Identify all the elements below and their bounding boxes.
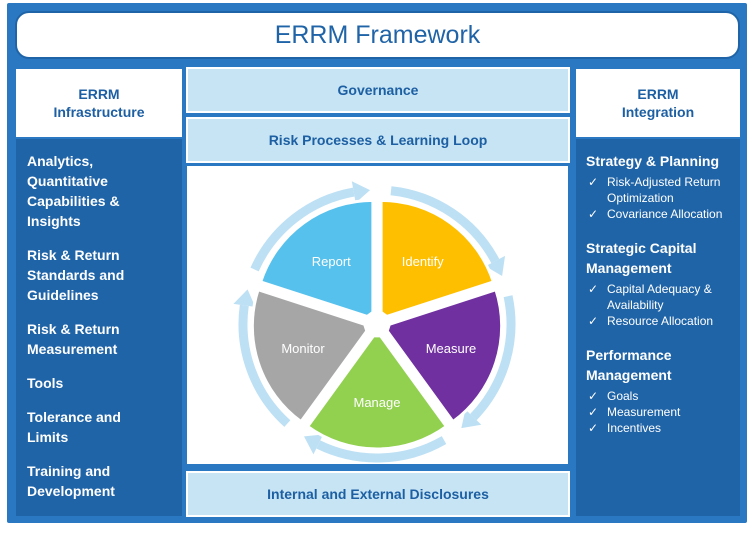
- cycle-label-measure: Measure: [426, 341, 477, 356]
- left-item: Tolerance and Limits: [27, 409, 121, 445]
- checklist-text: Incentives: [607, 421, 662, 435]
- checklist-item: ✓ Risk-Adjusted Return Optimization: [586, 174, 736, 206]
- risk-processes-bar: Risk Processes & Learning Loop: [186, 117, 570, 163]
- checklist-text: Resource Allocation: [607, 314, 714, 328]
- check-icon: ✓: [588, 389, 599, 403]
- cycle-arrow-ring: [233, 181, 516, 463]
- disclosures-bar: Internal and External Disclosures: [186, 471, 570, 517]
- left-column-body: Analytics, Quantitative Capabilities & I…: [16, 139, 182, 516]
- integration-section: Strategy & Planning ✓ Risk-Adjusted Retur…: [586, 151, 736, 222]
- checklist-item: ✓ Resource Allocation: [586, 313, 736, 329]
- checklist: ✓ Risk-Adjusted Return Optimization ✓ Cova…: [586, 174, 736, 222]
- right-heading-text: ERRM Integration: [621, 86, 695, 120]
- left-item: Analytics, Quantitative Capabilities & I…: [27, 153, 120, 229]
- left-heading-text: ERRM Infrastructure: [53, 86, 145, 120]
- governance-label: Governance: [337, 82, 419, 98]
- check-icon: ✓: [588, 175, 599, 189]
- section-title: Strategy & Planning: [586, 153, 720, 169]
- checklist: ✓ Goals ✓ Measurement ✓ Incentives: [586, 388, 736, 436]
- checklist-item: ✓ Covariance Allocation: [586, 206, 736, 222]
- disclosures-label: Internal and External Disclosures: [267, 486, 489, 502]
- check-icon: ✓: [588, 314, 599, 328]
- cycle-arrow-arc: [470, 295, 516, 421]
- check-icon: ✓: [588, 207, 599, 221]
- right-column-body: Strategy & Planning ✓ Risk-Adjusted Retur…: [576, 139, 740, 516]
- cycle-label-monitor: Monitor: [281, 341, 325, 356]
- check-icon: ✓: [588, 282, 599, 296]
- checklist: ✓ Capital Adequacy & Availability ✓ Resour…: [586, 281, 736, 329]
- integration-section: Strategic Capital Management ✓ Capital Ad…: [586, 238, 736, 329]
- cycle-segment-manage: [305, 334, 449, 451]
- checklist-text: Capital Adequacy & Availability: [607, 282, 712, 312]
- checklist-item: ✓ Goals: [586, 388, 736, 404]
- cycle-arrowhead: [304, 434, 324, 455]
- check-icon: ✓: [588, 421, 599, 435]
- cycle-label-identify: Identify: [402, 254, 444, 269]
- cycle-arrow-arc: [238, 304, 291, 427]
- cycle-segment-measure: [385, 287, 504, 424]
- right-column-heading: ERRM Integration: [576, 69, 740, 137]
- cycle-segment-identify: [379, 198, 496, 319]
- cycle-arrowhead: [233, 289, 256, 307]
- cycle-arrow-arc: [316, 436, 447, 463]
- left-item: Risk & Return Measurement: [27, 321, 120, 357]
- cycle-label-report: Report: [312, 254, 351, 269]
- title-box: ERRM Framework: [15, 11, 740, 59]
- checklist-text: Measurement: [607, 405, 681, 419]
- left-item: Tools: [27, 375, 64, 391]
- section-title: Strategic Capital Management: [586, 240, 697, 276]
- integration-section: Performance Management ✓ Goals ✓ Measureme…: [586, 345, 736, 436]
- cycle-segment-monitor: [250, 287, 369, 424]
- cycle-arrowhead: [485, 255, 506, 276]
- governance-bar: Governance: [186, 67, 570, 113]
- risk-processes-label: Risk Processes & Learning Loop: [268, 132, 488, 148]
- left-column-heading: ERRM Infrastructure: [16, 69, 182, 137]
- checklist-item: ✓ Measurement: [586, 404, 736, 420]
- checklist-text: Goals: [607, 389, 639, 403]
- check-icon: ✓: [588, 405, 599, 419]
- checklist-item: ✓ Capital Adequacy & Availability: [586, 281, 736, 313]
- cycle-segment-report: [258, 198, 375, 319]
- left-item: Risk & Return Standards and Guidelines: [27, 247, 125, 303]
- cycle-arrow-arc: [250, 187, 355, 272]
- page-title: ERRM Framework: [274, 20, 481, 49]
- cycle-arrow-arc: [390, 186, 500, 264]
- cycle-arrowhead: [351, 181, 370, 203]
- cycle-arrowhead: [461, 409, 482, 429]
- cycle-label-manage: Manage: [354, 395, 401, 410]
- checklist-text: Covariance Allocation: [607, 207, 723, 221]
- section-title: Performance Management: [586, 347, 672, 383]
- checklist-text: Risk-Adjusted Return Optimization: [607, 175, 721, 205]
- checklist-item: ✓ Incentives: [586, 420, 736, 436]
- left-item: Training and Development: [27, 463, 115, 499]
